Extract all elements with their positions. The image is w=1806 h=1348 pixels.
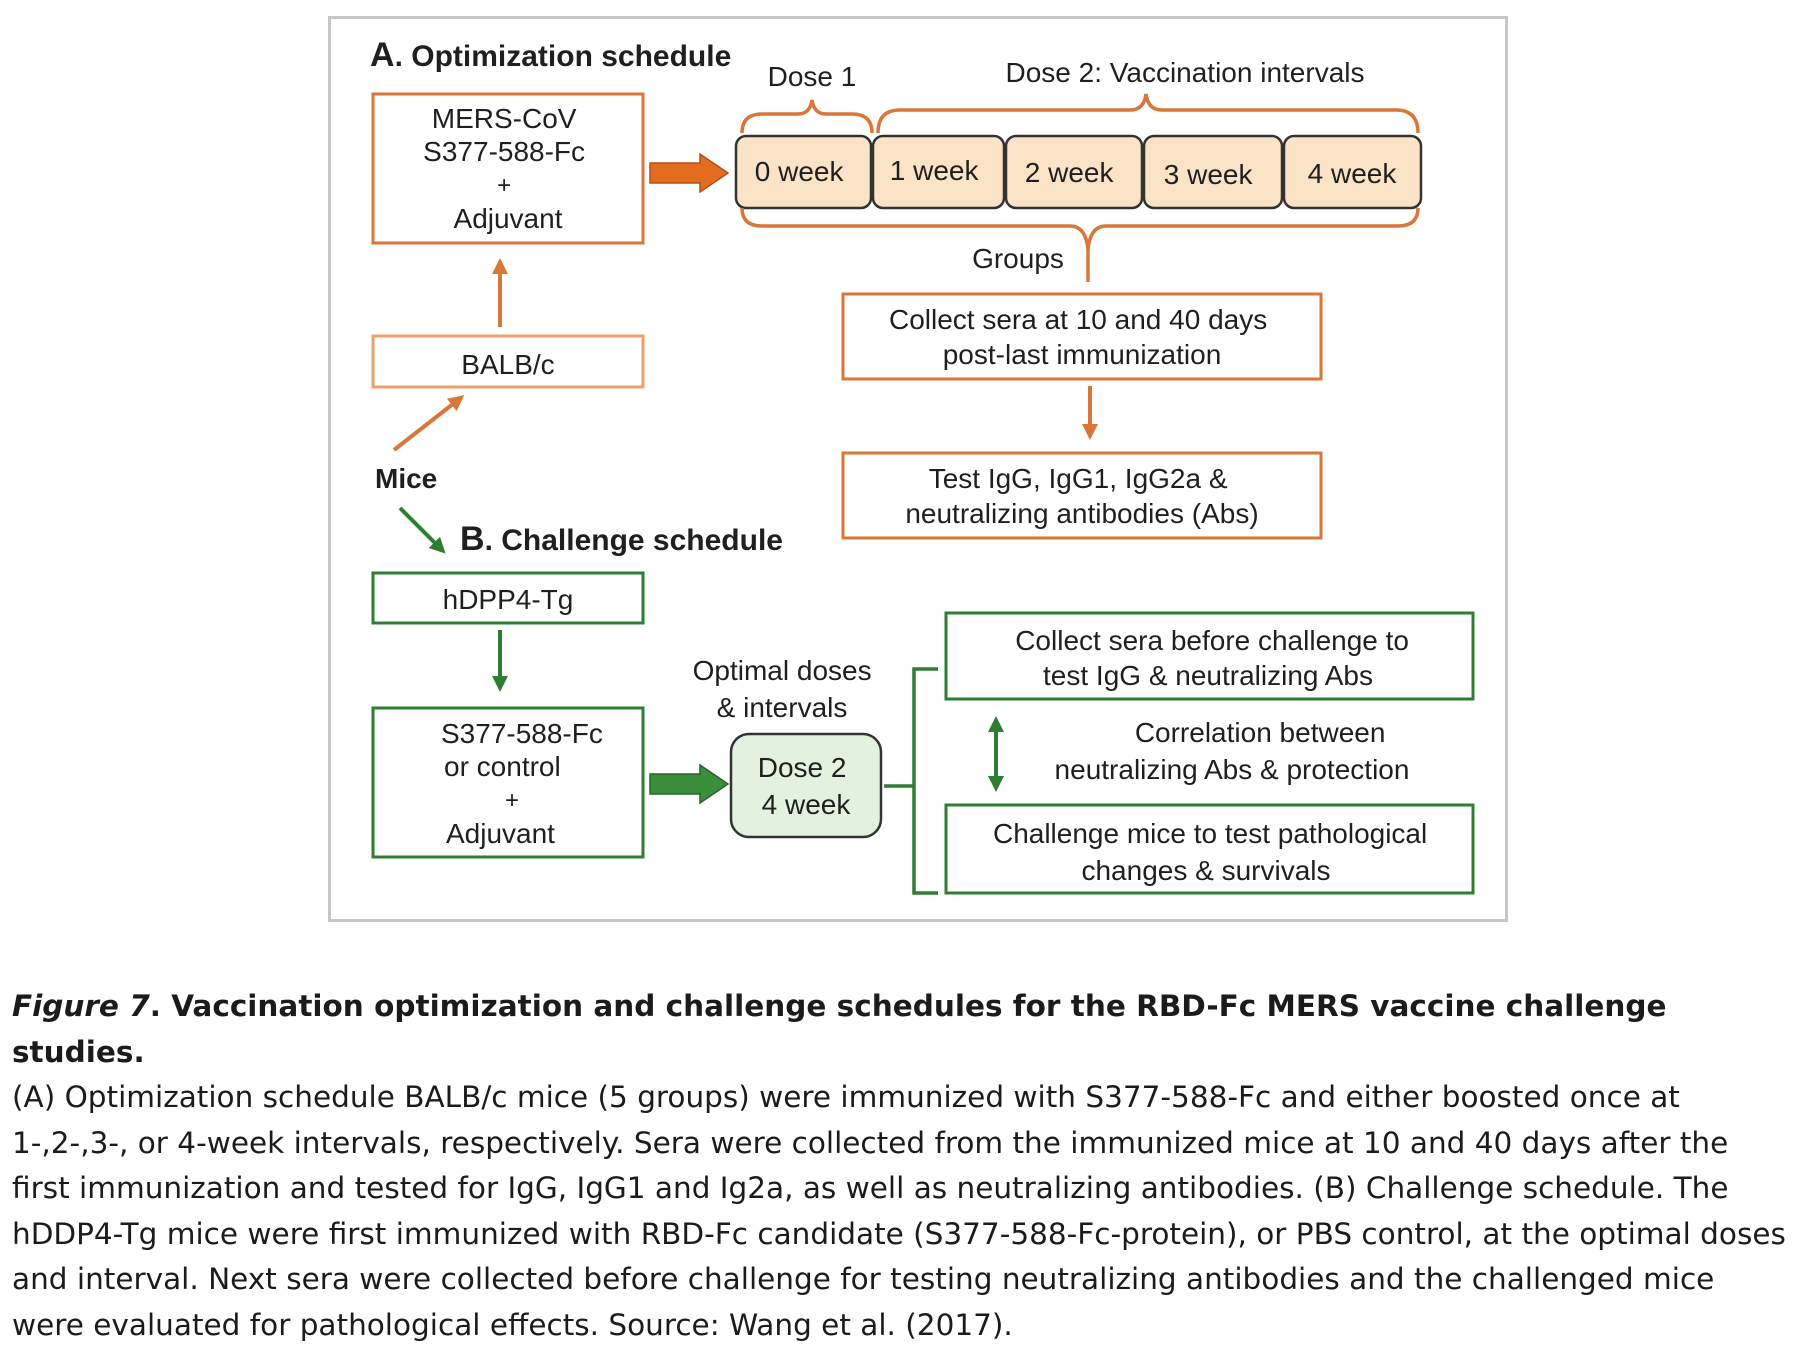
challenge-line-2: changes & survivals: [1081, 855, 1330, 886]
svg-text:Collect sera at 10 and 40 days: Collect sera at 10 and 40 days post-last…: [889, 304, 1275, 370]
arrow-mice-to-hdpp4: [398, 506, 446, 554]
section-b-letter: B: [460, 520, 485, 558]
optimal-line-1: Optimal doses: [693, 655, 872, 686]
week-box-2: [1004, 134, 1144, 210]
correlation-line-2: neutralizing Abs & protection: [1055, 754, 1410, 785]
challenge-box: [944, 803, 1475, 895]
challenge-line-1: Challenge mice to test pathological: [993, 818, 1427, 849]
antigen-line-4: Adjuvant: [454, 203, 563, 234]
challenge-antigen-line-3: +: [505, 787, 519, 814]
test-line-1: Test IgG, IgG1, IgG2a &: [929, 463, 1228, 494]
collect-before-box: [944, 611, 1475, 701]
dose2-brace: [876, 93, 1420, 134]
groups-label: Groups: [972, 243, 1064, 274]
svg-text:Collect sera before challenge: Collect sera before challenge to test Ig…: [1015, 625, 1417, 691]
collect-before-line-2: test IgG & neutralizing Abs: [1043, 660, 1373, 691]
week-box-1: [871, 134, 1006, 210]
svg-text:0 week 1 week 2 week: 0 week 1 week 2 week 3 week 4 week: [755, 155, 1398, 190]
optimal-line-2: & intervals: [717, 692, 848, 723]
section-a-title: . Optimization schedule: [395, 40, 732, 73]
week-label-2: 2 week: [1025, 157, 1115, 188]
section-a-letter: A: [370, 36, 395, 74]
groups-brace: [740, 207, 1420, 282]
balbc-label: BALB/c: [461, 349, 554, 380]
caption-title-text: . Vaccination optimization and challenge…: [12, 989, 1667, 1069]
hdpp4-label: hDPP4-Tg: [443, 584, 574, 615]
svg-text:B. Challenge schedule: B. Challenge schedule: [460, 520, 783, 558]
svg-text:Dose 2 4 week: Dose 2 4 week: [758, 752, 855, 820]
challenge-antigen-line-4: Adjuvant: [446, 818, 555, 849]
collect-sera-line-1: Collect sera at 10 and 40 days: [889, 304, 1267, 335]
mice-label: Mice: [375, 463, 437, 494]
balbc-box: [371, 334, 645, 389]
svg-text:Challenge mice to test patholo: Challenge mice to test pathological chan…: [993, 818, 1435, 886]
week-label-1: 1 week: [890, 155, 980, 186]
week-label-4: 4 week: [1308, 158, 1398, 189]
dose2-box-line-1: Dose 2: [758, 752, 847, 783]
antigen-line-2: S377-588-Fc: [423, 136, 585, 167]
caption-title: Figure 7. Vaccination optimization and c…: [12, 989, 1666, 1069]
test-box: [841, 451, 1323, 540]
antigen-line-3: +: [497, 172, 511, 199]
week-label-3: 3 week: [1164, 159, 1254, 190]
svg-text:A. Optimization schedule: A. Optimization schedule: [370, 36, 731, 74]
week-box-0: [734, 134, 873, 210]
challenge-antigen-box: [371, 706, 645, 859]
challenge-antigen-line-2: or control: [444, 751, 561, 782]
antigen-box: [371, 92, 645, 245]
dose1-brace: [740, 99, 874, 134]
section-b-title: . Challenge schedule: [485, 524, 783, 557]
arrow-mice-to-balbc: [392, 395, 465, 452]
caption-body: (A) Optimization schedule BALB/c mice (5…: [12, 1080, 1786, 1342]
test-line-2: neutralizing antibodies (Abs): [905, 498, 1258, 529]
caption-figure-label: Figure 7: [12, 989, 150, 1023]
dose2-box: [729, 732, 883, 839]
collect-before-line-1: Collect sera before challenge to: [1015, 625, 1409, 656]
dose2-box-line-2: 4 week: [762, 789, 852, 820]
arrow-antigen-to-dose2: [649, 763, 730, 805]
svg-text:Test IgG, IgG1, IgG2a & ne: Test IgG, IgG1, IgG2a & neutralizing ant…: [905, 463, 1258, 529]
dose2-label: Dose 2: Vaccination intervals: [1006, 57, 1365, 88]
svg-text:S377-588-Fc or control: S377-588-Fc or control + Adjuvant: [441, 718, 611, 849]
arrow-antigen-to-weeks: [649, 152, 730, 194]
collect-sera-box: [841, 292, 1323, 381]
collect-sera-line-2: post-last immunization: [943, 339, 1222, 370]
outcome-bracket: [884, 667, 938, 895]
challenge-antigen-line-1: S377-588-Fc: [441, 718, 603, 749]
svg-text:MERS-CoV S377-588-Fc +: MERS-CoV S377-588-Fc + Adjuvant: [423, 103, 593, 234]
week-box-3: [1142, 134, 1284, 210]
correlation-line-1: Correlation between: [1135, 717, 1386, 748]
hdpp4-box: [371, 571, 645, 625]
svg-text:Correlation between neutra: Correlation between neutralizing Abs & p…: [1055, 717, 1410, 785]
week-label-0: 0 week: [755, 156, 845, 187]
dose1-label: Dose 1: [768, 61, 857, 92]
antigen-line-1: MERS-CoV: [432, 103, 577, 134]
svg-text:Optimal doses & intervals: Optimal doses & intervals: [693, 655, 880, 723]
figure-caption: Figure 7. Vaccination optimization and c…: [12, 984, 1794, 1348]
week-box-4: [1282, 134, 1423, 210]
flow-diagram: A. Optimization schedule MERS-CoV S377-5…: [370, 36, 1475, 895]
